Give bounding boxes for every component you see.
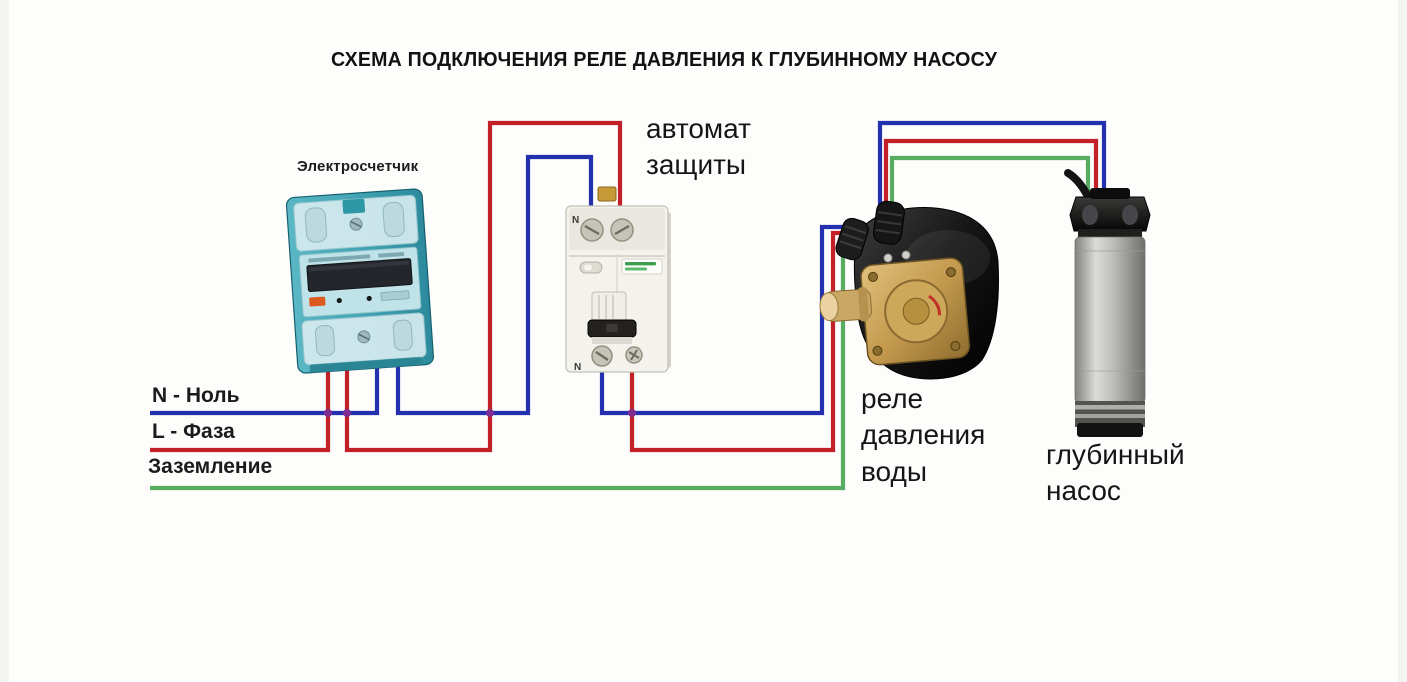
neutral-wire-switch-to-pump (877, 120, 1107, 214)
wire-junction-dot (486, 409, 494, 417)
electric-meter (285, 188, 435, 374)
pressure-switch-label: реле давления воды (861, 383, 986, 487)
neutral-wire-breaker-to-switch (599, 224, 853, 416)
circuit-breaker: N N (565, 186, 671, 373)
page-left-margin (0, 0, 9, 682)
switch-cable-gland-right (872, 200, 905, 245)
neutral-wire-label: N - Ноль (152, 384, 240, 407)
pump-top-cap (1069, 196, 1151, 232)
switch-inlet-fitting (819, 287, 872, 322)
pump-body (1074, 236, 1146, 404)
wire-junction-dot (324, 409, 332, 417)
diagram-title: СХЕМА ПОДКЛЮЧЕНИЯ РЕЛЕ ДАВЛЕНИЯ К ГЛУБИН… (331, 49, 998, 71)
pump-handle-hole (1082, 205, 1098, 225)
pump-label: глубинный насос (1046, 439, 1185, 507)
page-right-margin (1398, 0, 1407, 682)
wire-junction-dot (343, 409, 351, 417)
switch-cable-gland-left (835, 217, 869, 261)
phase-wire-meter-to-breaker (344, 120, 623, 453)
breaker-neutral-mark-top: N (572, 215, 579, 226)
ground-wire-label: Заземление (148, 455, 273, 478)
ground-wire-switch-to-pump (889, 155, 1091, 214)
pump-base (1077, 423, 1143, 437)
breaker-brass-clamp (597, 186, 617, 202)
neutral-wire-meter-to-breaker (395, 154, 594, 416)
phase-wire-supply-to-meter (150, 364, 331, 453)
well-pump (1064, 169, 1151, 437)
breaker-neutral-mark-bottom: N (574, 362, 581, 373)
switch-brass-base (860, 257, 971, 366)
wire-junction-dot (628, 409, 636, 417)
meter-label: Электросчетчик (297, 158, 419, 175)
neutral-wire-supply-to-meter (150, 364, 380, 416)
phase-wire-label: L - Фаза (152, 420, 235, 443)
phase-wire-switch-to-pump (883, 138, 1099, 214)
breaker-label: автомат защиты (646, 113, 751, 181)
phase-wire-breaker-to-switch (629, 230, 853, 453)
pressure-switch (819, 200, 999, 380)
breaker-brand-label (621, 258, 663, 275)
pump-handle-hole (1122, 205, 1138, 225)
meter-seal-mark (309, 296, 326, 307)
